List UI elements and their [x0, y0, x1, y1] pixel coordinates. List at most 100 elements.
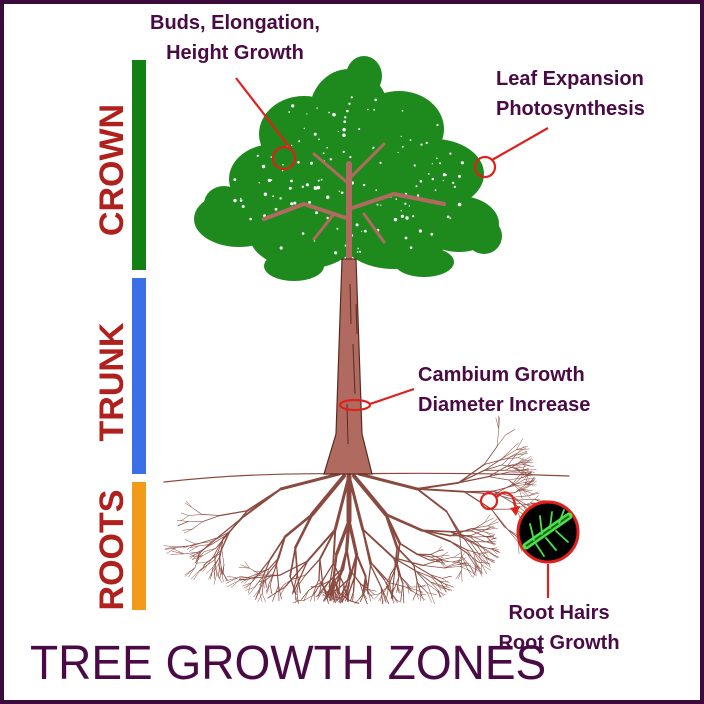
root-strand	[306, 528, 337, 563]
root-strand	[312, 581, 323, 596]
root-strand	[189, 551, 200, 555]
cambium-callout-ellipse	[338, 398, 372, 412]
root-strand	[505, 462, 521, 471]
root-hair-inset	[516, 500, 580, 564]
foliage-speckle	[241, 205, 245, 208]
root-strand	[318, 581, 323, 596]
root-strand	[511, 484, 527, 487]
root-strand	[472, 550, 478, 566]
root-strand	[521, 488, 533, 492]
root-strand	[491, 508, 505, 527]
root-strand	[310, 474, 346, 517]
root-strand	[481, 559, 491, 565]
root-strand	[429, 574, 444, 584]
root-strand	[514, 486, 528, 493]
foliage-speckle	[445, 174, 448, 176]
root-strand	[402, 583, 405, 604]
diagram-frame: CROWN TRUNK ROOTS Buds, Elongation, Heig…	[4, 4, 700, 700]
root-strand	[470, 536, 483, 548]
foliage-speckle	[362, 183, 366, 187]
root-strand	[328, 562, 334, 588]
foliage-speckle	[256, 154, 259, 157]
root-strand	[200, 561, 208, 572]
root-strand	[325, 590, 332, 598]
root-strand	[445, 510, 463, 536]
root-strand	[329, 592, 331, 602]
root-strand	[508, 469, 525, 473]
root-strand	[219, 553, 222, 571]
root-strand	[265, 568, 270, 581]
root-strand	[180, 515, 190, 521]
root-strand	[384, 513, 424, 532]
root-strand	[347, 519, 359, 557]
root-strand	[263, 562, 277, 580]
foliage-speckle	[308, 201, 311, 204]
root-strand	[202, 548, 216, 556]
root-strand	[481, 564, 487, 574]
tree-illustration	[163, 56, 580, 605]
root-strand	[478, 553, 483, 563]
root-strand	[192, 555, 203, 560]
root-strand	[430, 550, 439, 555]
root-strand	[484, 517, 494, 523]
root-strand	[279, 560, 309, 576]
foliage-speckle	[357, 247, 360, 250]
root-strand	[240, 577, 249, 584]
root-strand	[380, 586, 384, 605]
root-strand	[349, 569, 361, 584]
root-strand	[507, 528, 519, 543]
foliage-speckle	[342, 133, 346, 137]
root-strand	[436, 590, 446, 596]
root-strand	[431, 576, 439, 586]
foliage-speckle	[306, 113, 308, 115]
foliage-speckle	[270, 156, 273, 158]
buds-label-line1: Buds, Elongation,	[150, 12, 320, 34]
root-strand	[449, 540, 468, 554]
root-strand	[183, 543, 196, 549]
root-strand	[185, 502, 192, 508]
root-strand	[470, 530, 483, 537]
root-strand	[471, 525, 488, 530]
root-strand	[190, 569, 201, 580]
foliage-speckle	[349, 156, 352, 159]
root-strand	[457, 564, 470, 566]
root-strand	[470, 522, 486, 532]
foliage-speckle	[355, 223, 359, 227]
root-strand	[348, 599, 357, 603]
foliage-speckle	[329, 158, 332, 161]
root-strand	[415, 589, 423, 593]
tree-crown-foliage	[194, 56, 502, 281]
foliage-speckle	[373, 108, 376, 111]
root-strand	[368, 589, 375, 595]
root-strand	[512, 467, 521, 473]
root-strand	[469, 565, 475, 573]
root-strand	[533, 498, 547, 502]
root-strand	[459, 566, 471, 572]
root-strand	[361, 528, 395, 559]
foliage-speckle	[412, 215, 415, 218]
foliage-speckle	[239, 199, 243, 202]
root-strand	[457, 562, 470, 565]
root-strand	[317, 590, 323, 600]
root-strand	[164, 546, 177, 549]
root-strand	[221, 570, 227, 580]
root-strand	[442, 578, 450, 584]
root-strand	[262, 558, 271, 577]
root-strand	[457, 463, 485, 484]
root-strand	[527, 478, 534, 486]
foliage-speckle	[409, 246, 413, 249]
root-strand	[429, 574, 443, 579]
root-strand	[272, 557, 280, 575]
root-strand	[517, 541, 520, 554]
foliage-speckle	[452, 181, 455, 184]
root-strand	[278, 584, 280, 602]
foliage-speckle	[337, 130, 339, 133]
root-strand	[516, 498, 535, 501]
foliage-speckle	[439, 162, 441, 165]
root-strand	[389, 582, 394, 601]
foliage-speckle	[290, 179, 293, 183]
root-strand	[332, 562, 345, 586]
root-strand	[208, 569, 214, 580]
root-strand	[172, 548, 185, 555]
root-strand	[196, 561, 208, 564]
